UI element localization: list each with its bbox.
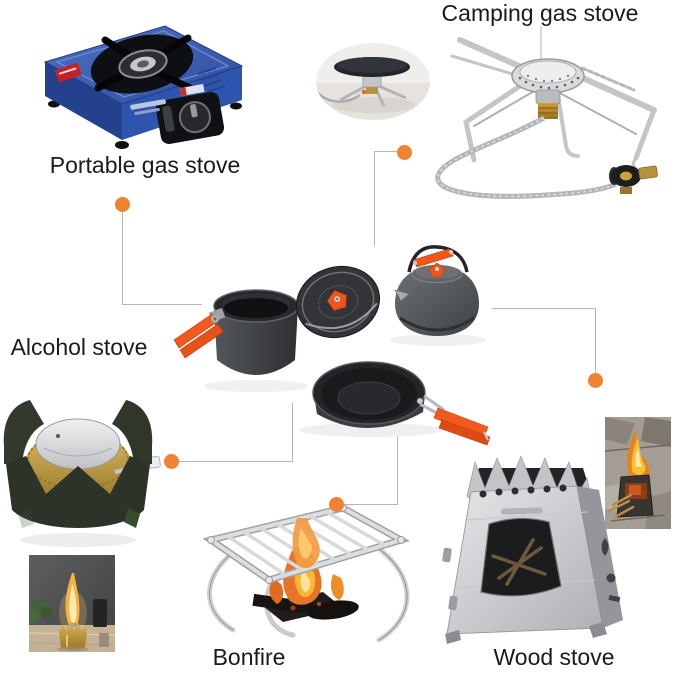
connector-line [595,308,596,375]
connector-line [177,461,293,462]
connector-line [122,208,123,304]
camping-gas-stove-label: Camping gas stove [441,0,639,26]
connector-line [122,304,202,305]
connector-dot-wood-stove-icon [588,373,603,388]
wood-stove-photo [441,428,625,650]
portable-gas-stove-photo [30,4,255,154]
wood-stove-inset-photo [605,417,671,529]
connector-line [374,151,398,152]
connector-dot-alcohol-stove-icon [164,454,179,469]
alcohol-stove-photo [0,368,162,563]
cookware-set-photo [166,244,514,456]
connector-dot-camping-gas-stove-icon [397,145,412,160]
bonfire-label: Bonfire [212,644,286,670]
camping-gas-stove-photo [408,26,679,222]
portable-gas-stove-label: Portable gas stove [49,152,241,178]
alcohol-stove-label: Alcohol stove [10,334,148,360]
connector-line [292,403,293,462]
connector-line [374,151,375,246]
connector-line [492,308,596,309]
wood-stove-label: Wood stove [493,644,615,670]
bonfire-photo [193,488,428,656]
connector-dot-portable-gas-stove-icon [115,197,130,212]
connector-dot-bonfire-icon [329,497,344,512]
connector-line [397,433,398,505]
connector-line [342,504,398,505]
alcohol-stove-inset-photo [29,555,115,652]
